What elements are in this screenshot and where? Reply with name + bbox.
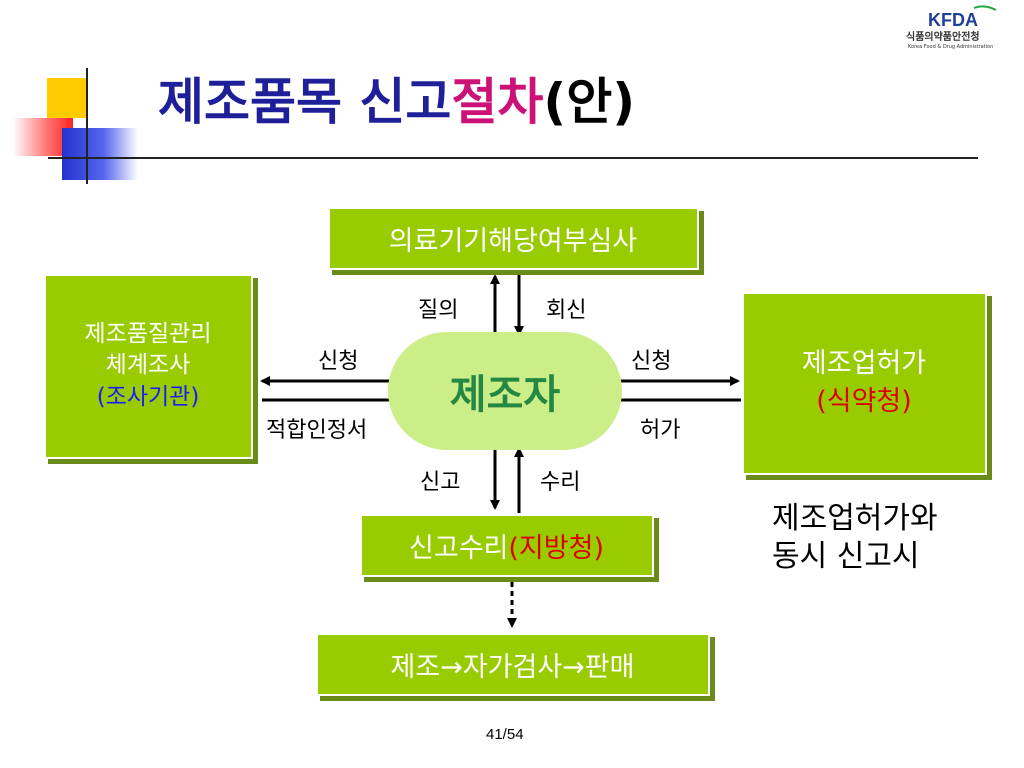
label-permit: 허가 xyxy=(640,418,681,443)
box-manufacture-to-sale: 제조→자가검사→판매 xyxy=(315,632,710,696)
label-inquiry: 질의 xyxy=(418,298,459,323)
side-note-line2: 동시 신고시 xyxy=(772,538,920,574)
title-part1: 제조품목 신고 xyxy=(158,73,452,131)
label-apply-right: 신청 xyxy=(631,349,672,374)
label-report: 신고 xyxy=(420,470,461,495)
label-certificate: 적합인정서 xyxy=(266,418,368,443)
title-part2: 절차 xyxy=(451,73,544,131)
logo-abbr: KFDA xyxy=(928,10,978,30)
box-license-line1: 제조업허가 xyxy=(801,348,927,380)
box-device-review: 의료기기해당여부심사 xyxy=(327,206,699,270)
title-decoration-yellow xyxy=(47,78,87,118)
box-device-review-label: 의료기기해당여부심사 xyxy=(388,225,638,257)
box-quality-line3: (조사기관) xyxy=(96,383,200,410)
box-quality-line2: 체계조사 xyxy=(105,352,191,379)
side-note-line1: 제조업허가와 xyxy=(772,501,938,536)
box-quality-line1: 제조품질관리 xyxy=(84,321,212,348)
box-manufacturing-license: 제조업허가 (식약청) xyxy=(741,291,987,475)
title-decoration-blue xyxy=(62,128,138,180)
title-part3: (안) xyxy=(543,73,636,131)
manufacturer-oval: 제조자 xyxy=(388,332,622,450)
slide-title: 제조품목 신고절차(안) xyxy=(158,72,635,132)
title-vertical-rule xyxy=(86,68,88,184)
box-license-line2: (식약청) xyxy=(816,386,912,417)
box-accept-main: 신고수리 xyxy=(409,532,509,564)
manufacturer-label: 제조자 xyxy=(449,372,561,418)
kfda-logo: KFDA 식품의약품안전청 Korea Food & Drug Administ… xyxy=(906,5,997,50)
box-accept-paren: (지방청) xyxy=(508,532,604,564)
label-apply-left: 신청 xyxy=(318,349,359,374)
label-accept: 수리 xyxy=(540,470,581,495)
page-number: 41/54 xyxy=(486,726,524,743)
box-quality-inspection: 제조품질관리 체계조사 (조사기관) xyxy=(43,273,253,459)
logo-korean: 식품의약품안전청 xyxy=(906,30,980,43)
box-report-acceptance: 신고수리(지방청) xyxy=(359,513,654,577)
side-note: 제조업허가와 동시 신고시 xyxy=(772,500,938,575)
logo-english: Korea Food & Drug Administration xyxy=(908,44,993,50)
label-reply: 회신 xyxy=(546,298,587,323)
title-underline xyxy=(48,157,978,159)
box-sale-label: 제조→자가검사→판매 xyxy=(390,651,635,683)
